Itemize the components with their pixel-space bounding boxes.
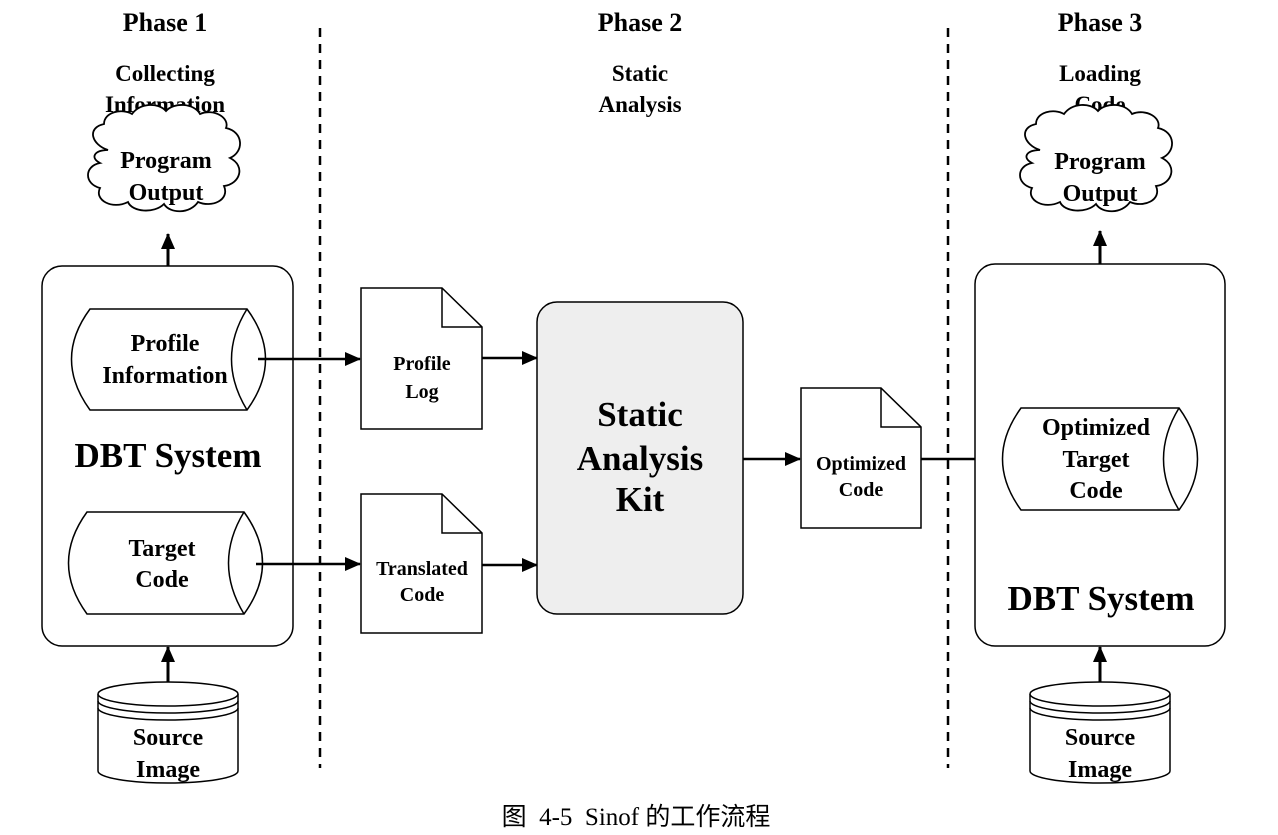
phase-2-title: Phase 2 [598,8,683,37]
optimized-store-label-line3: Code [1069,478,1123,504]
kit-label-line2: Analysis [577,439,703,478]
phase-3-source-image-db: Source Image [1029,681,1171,784]
target-code-store: Target Code [67,511,264,615]
profile-log-label-line1: Profile [393,353,451,375]
phase-2-subtitle-line1: Static [612,61,668,86]
phase-1-subtitle-line1: Collecting [115,61,215,86]
target-store-label-line2: Code [135,567,189,593]
optimized-doc-label-line2: Code [839,479,884,501]
phase-3-system-label: DBT System [1007,579,1194,618]
cloud-shape-icon [1019,104,1173,213]
translated-code-label-line2: Code [400,584,445,606]
target-store-label-line1: Target [128,536,195,562]
profile-information-store: Profile Information [70,308,267,411]
cloud-label-line1: Program [120,148,212,174]
cloud-label-line2: Output [129,180,204,206]
phase-2-header: Phase 2 Static Analysis [598,8,683,117]
optimized-doc-label-line1: Optimized [816,453,906,475]
phase-3-title: Phase 3 [1058,8,1143,37]
translated-code-document: Translated Code [360,493,483,634]
static-analysis-kit-box: Static Analysis Kit [536,301,744,615]
kit-label-line3: Kit [616,480,665,519]
source-1-label-line2: Image [136,757,200,783]
phase-2-subtitle-line2: Analysis [598,92,681,117]
phase-1-source-image-db: Source Image [97,681,239,784]
cloud-label-line1: Program [1054,149,1146,175]
source-3-label-line1: Source [1065,725,1136,751]
profile-store-label-line2: Information [102,363,227,389]
cloud-shape-icon [87,104,241,213]
figure-caption: 图 4-5 Sinof 的工作流程 [502,803,771,831]
optimized-target-code-store: Optimized Target Code [1001,407,1199,511]
optimized-store-label-line1: Optimized [1042,415,1151,441]
phase-1-title: Phase 1 [123,8,208,37]
phase-1-program-output-cloud: Program Output [87,104,241,213]
phase-1-header: Phase 1 Collecting Information [105,8,225,117]
profile-store-label-line1: Profile [131,331,200,357]
profile-log-document: Profile Log [360,287,483,430]
optimized-store-label-line2: Target [1062,447,1129,473]
cloud-label-line2: Output [1063,181,1138,207]
translated-code-label-line1: Translated [376,558,468,580]
source-3-label-line2: Image [1068,757,1132,783]
phase-3-subtitle-line1: Loading [1059,61,1141,86]
optimized-code-document: Optimized Code [800,387,922,529]
kit-label-line1: Static [597,395,683,434]
phase-3-header: Phase 3 Loading Code [1058,8,1143,117]
profile-log-label-line2: Log [405,381,438,403]
source-1-label-line1: Source [133,725,204,751]
phase-1-system-label: DBT System [74,436,261,475]
phase-3-program-output-cloud: Program Output [1019,104,1173,213]
